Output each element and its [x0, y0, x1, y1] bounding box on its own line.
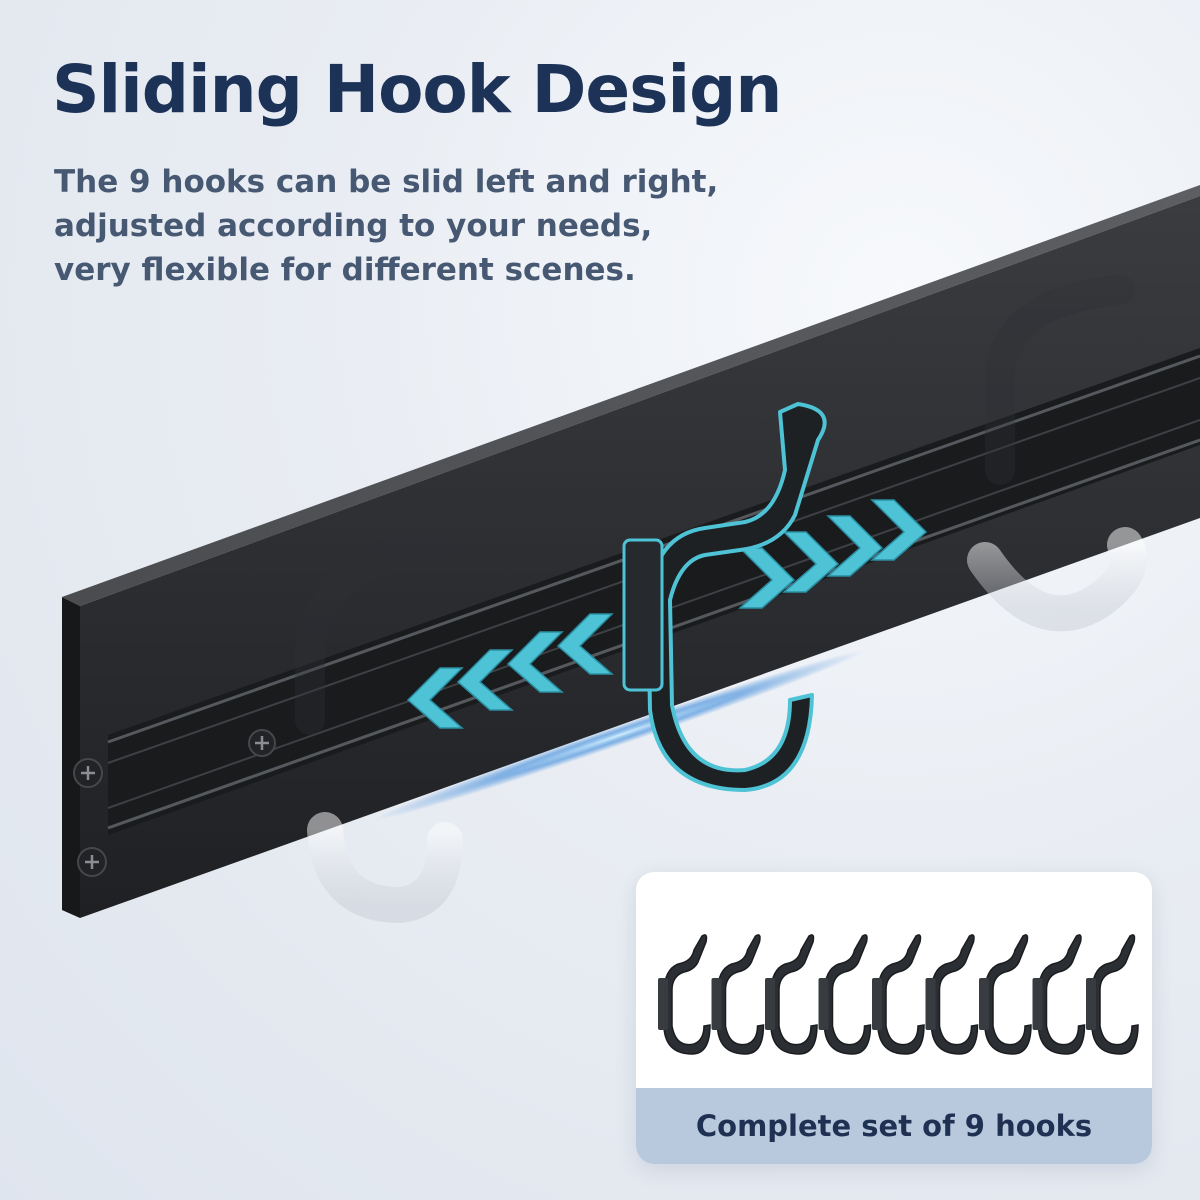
rail-top-edge	[62, 185, 1200, 606]
ghost-hook-right	[967, 275, 1147, 632]
hook-set-illustration	[658, 934, 1139, 1055]
screw-icon	[248, 729, 276, 757]
hook-icon	[872, 934, 925, 1055]
description-line: adjusted according to your needs,	[54, 208, 653, 244]
hook-set-caption: Complete set of 9 hooks	[636, 1088, 1152, 1164]
rail-end-cap	[62, 597, 80, 918]
hook-icon	[1032, 934, 1086, 1055]
screw-icon	[73, 758, 103, 788]
right-arrows-icon	[738, 499, 928, 609]
hook-icon	[1086, 934, 1139, 1055]
feature-description: The 9 hooks can be slid left and right, …	[54, 160, 719, 292]
ghost-hook-left	[295, 525, 463, 924]
hook-icon	[979, 934, 1032, 1055]
left-arrows-icon	[406, 613, 614, 729]
page-title: Sliding Hook Design	[52, 51, 782, 128]
hook-icon	[658, 934, 711, 1055]
hook-icon	[711, 934, 765, 1055]
slide-glow	[374, 649, 866, 821]
hook-icon	[818, 934, 872, 1055]
screw-icon	[77, 847, 107, 877]
hook-set-card: Complete set of 9 hooks	[636, 872, 1152, 1164]
description-line: The 9 hooks can be slid left and right,	[54, 164, 719, 200]
hook-icon	[925, 934, 979, 1055]
hook-icon	[765, 934, 818, 1055]
description-line: very flexible for different scenes.	[54, 252, 636, 288]
hook-icon	[622, 402, 827, 792]
